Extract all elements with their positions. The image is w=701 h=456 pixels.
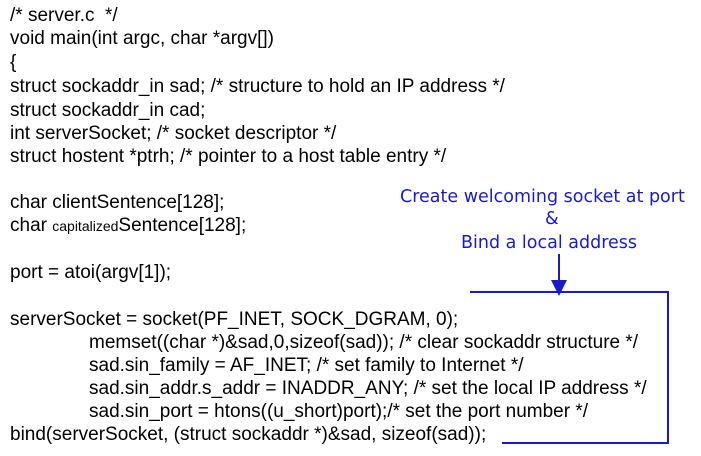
code-comment-header: /* server.c */ [10, 5, 118, 26]
annotation-bracket [470, 291, 669, 444]
code-hostent-declaration: struct hostent *ptrh; /* pointer to a ho… [10, 146, 447, 167]
cap-small-text: capitalized [52, 218, 119, 234]
code-port-assign: port = atoi(argv[1]); [10, 262, 172, 283]
annotation-line-3: Bind a local address [461, 233, 638, 253]
code-port-line: sad.sin_port = htons((u_short)port);/* s… [89, 401, 589, 422]
code-family-line: sad.sin_family = AF_INET; /* set family … [89, 355, 524, 376]
cap-suffix: Sentence[128]; [118, 215, 247, 236]
code-addr-line: sad.sin_addr.s_addr = INADDR_ANY; /* set… [89, 378, 647, 399]
code-sad-declaration: struct sockaddr_in sad; /* structure to … [10, 76, 505, 97]
code-main-declaration: void main(int argc, char *argv[]) [10, 28, 274, 49]
code-memset-line: memset((char *)&sad,0,sizeof(sad)); /* c… [89, 332, 639, 353]
code-capitalized-sentence: char capitalizedSentence[128]; [10, 215, 246, 237]
code-client-sentence: char clientSentence[128]; [10, 192, 225, 213]
code-bind-line: bind(serverSocket, (struct sockaddr *)&s… [10, 424, 487, 445]
code-socket-call: serverSocket = socket(PF_INET, SOCK_DGRA… [10, 309, 459, 330]
code-socket-declaration: int serverSocket; /* socket descriptor *… [10, 123, 337, 144]
annotation-ampersand: & [545, 209, 559, 229]
cap-prefix: char [10, 215, 53, 236]
code-open-brace: { [10, 52, 17, 73]
code-cad-declaration: struct sockaddr_in cad; [10, 100, 206, 121]
annotation-line-1: Create welcoming socket at port [400, 187, 685, 207]
